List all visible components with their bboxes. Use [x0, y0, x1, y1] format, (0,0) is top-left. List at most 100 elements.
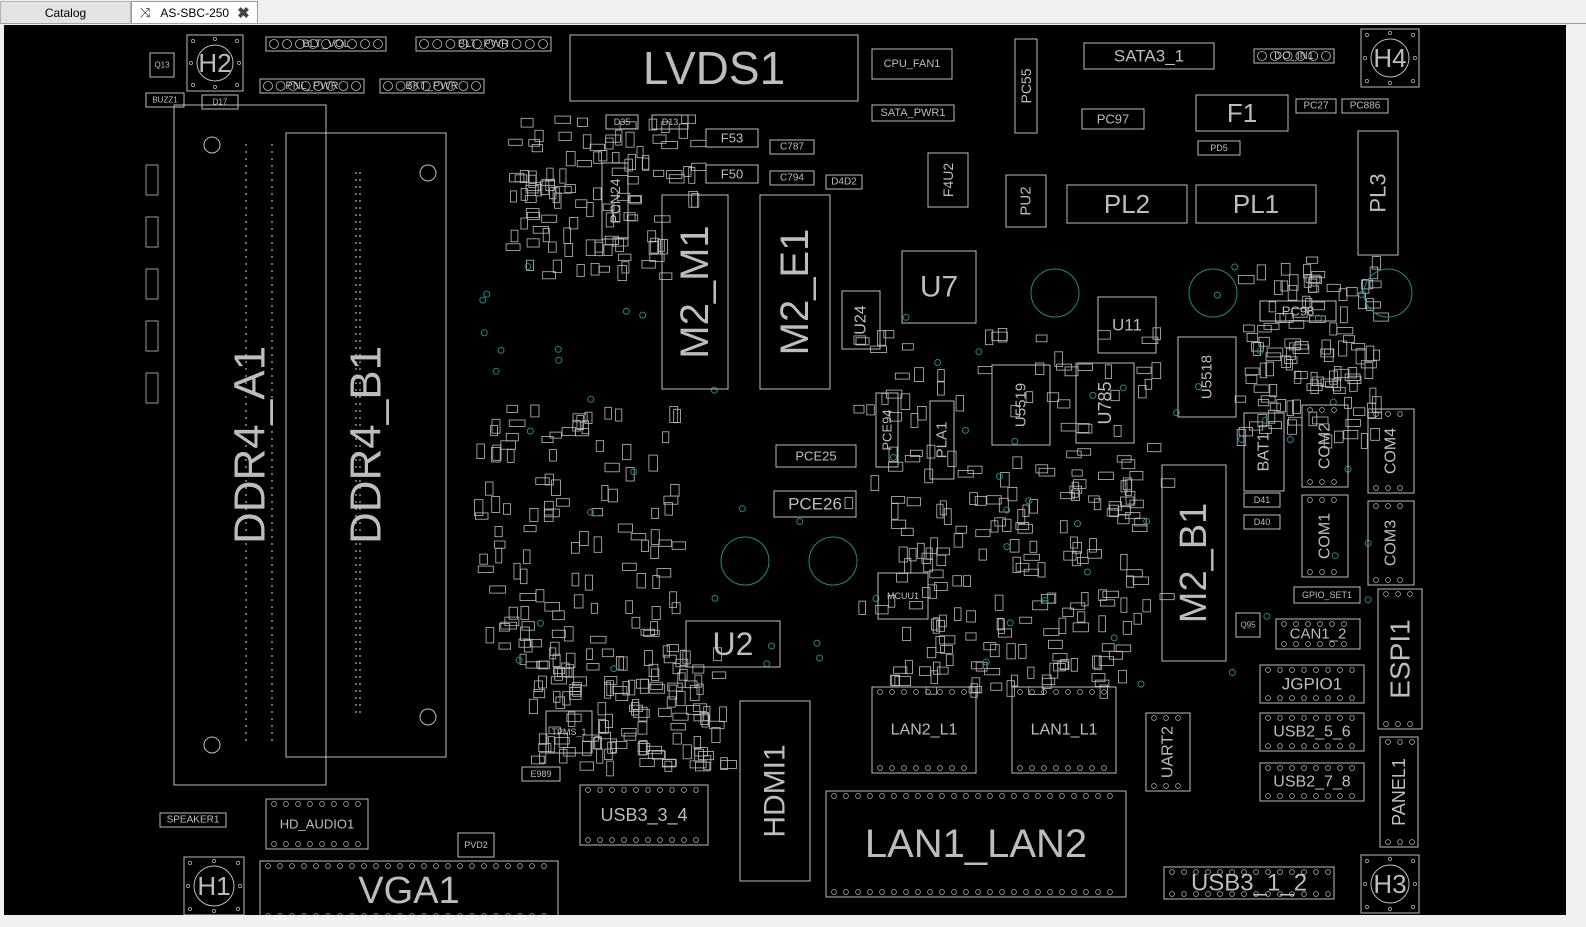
component-jgpio1[interactable]: JGPIO1: [1259, 664, 1365, 704]
component-pvd2[interactable]: PVD2: [457, 832, 495, 858]
component-tpms-1[interactable]: TPMS_1: [545, 710, 593, 754]
component-d17[interactable]: D17: [201, 94, 239, 110]
component-hd-audio1[interactable]: HD_AUDIO1: [265, 798, 369, 850]
component-q95[interactable]: Q95: [1235, 612, 1261, 638]
component-f4u2[interactable]: F4U2: [927, 152, 969, 208]
connector-pin: [939, 889, 945, 895]
component-mcuu1[interactable]: MCUU1: [877, 572, 929, 620]
component-blt-pwr[interactable]: BLT_PWR: [415, 36, 552, 52]
component-d41[interactable]: D41: [1243, 492, 1281, 508]
smd-pad: [552, 610, 565, 621]
component-do-in[interactable]: DO_IN1: [1253, 48, 1335, 64]
component-m2-e1[interactable]: M2_E1: [759, 194, 831, 390]
component-pce94[interactable]: PCE94: [875, 392, 899, 468]
component-q13[interactable]: Q13: [149, 52, 175, 78]
component-label: U7: [920, 271, 958, 304]
component-pu2[interactable]: PU2: [1005, 174, 1047, 228]
component-pc98[interactable]: PC98: [1259, 300, 1337, 322]
component-d13[interactable]: D13: [651, 114, 689, 130]
component-u785[interactable]: U785: [1075, 362, 1135, 444]
ddr-pin: [355, 592, 357, 594]
component-c794[interactable]: C794: [769, 170, 815, 186]
connector-pin: [657, 787, 663, 793]
component-panel1[interactable]: PANEL1: [1379, 736, 1419, 848]
smd-pad: [653, 169, 665, 177]
component-h3[interactable]: H3: [1360, 854, 1420, 914]
component-uart2[interactable]: UART2: [1145, 712, 1191, 792]
component-com3[interactable]: COM3: [1367, 500, 1415, 586]
pcb-board-view[interactable]: H2 BLT_VOL BLT_PWR LVDS1 CPU_FAN1 PC55 SATA3_1…: [4, 25, 1566, 915]
component-sata3-1[interactable]: SATA3_1: [1083, 42, 1215, 70]
component-d4d2[interactable]: D4D2: [825, 174, 863, 190]
component-lan2-l1[interactable]: LAN2_L1: [871, 686, 977, 774]
close-icon[interactable]: ✖: [237, 4, 250, 22]
component-com4[interactable]: COM4: [1367, 408, 1415, 494]
component-usb3-3-4[interactable]: USB3_3_4: [579, 784, 709, 846]
component-sata-pwr1[interactable]: SATA_PWR1: [871, 104, 955, 122]
component-usb2-5-6[interactable]: USB2_5_6: [1259, 712, 1365, 752]
tab-as-sbc-250[interactable]: ⤨ AS-SBC-250 ✖: [131, 1, 258, 23]
component-pce26[interactable]: PCE26: [773, 490, 857, 518]
component-u7[interactable]: U7: [901, 250, 977, 324]
component-hdmi1[interactable]: HDMI1: [739, 700, 811, 882]
component-lan1-lan2[interactable]: LAN1_LAN2: [825, 790, 1127, 898]
tab-catalog[interactable]: Catalog: [0, 1, 131, 23]
component-m2-b1[interactable]: M2_B1: [1161, 464, 1227, 662]
component-bat1[interactable]: BAT1: [1243, 412, 1285, 492]
component-u11[interactable]: U11: [1097, 296, 1157, 354]
component-d35[interactable]: D35: [605, 114, 639, 130]
component-lvds1[interactable]: LVDS1: [569, 34, 859, 102]
smd-pad: [693, 714, 710, 722]
component-f53[interactable]: F53: [705, 128, 759, 148]
component-pc886[interactable]: PC886: [1341, 98, 1389, 114]
ddr-pin: [245, 361, 247, 363]
component-com1[interactable]: COM1: [1301, 494, 1349, 578]
board-viewer-canvas[interactable]: H2 BLT_VOL BLT_PWR LVDS1 CPU_FAN1 PC55 SATA3_1…: [4, 25, 1566, 915]
component-espi1[interactable]: ESPI1: [1377, 588, 1423, 730]
component-u24[interactable]: U24: [841, 290, 881, 350]
component-com2[interactable]: COM2: [1301, 404, 1349, 488]
component-m2-m1[interactable]: M2_M1: [661, 194, 729, 390]
component-pc97[interactable]: PC97: [1081, 108, 1145, 130]
component-d40[interactable]: D40: [1243, 514, 1281, 530]
component-pd5[interactable]: PD5: [1197, 140, 1241, 156]
component-buzz1[interactable]: BUZZ1: [145, 92, 185, 108]
component-f1[interactable]: F1: [1195, 94, 1289, 132]
component-pce25[interactable]: PCE25: [775, 444, 857, 468]
smd-pad: [917, 405, 927, 421]
component-u5518[interactable]: U5518: [1177, 336, 1237, 418]
component-pl3[interactable]: PL3: [1357, 130, 1399, 256]
component-usb2-7-8[interactable]: USB2_7_8: [1259, 762, 1365, 802]
component-cpu-fan1[interactable]: CPU_FAN1: [871, 48, 953, 80]
component-pc27[interactable]: PC27: [1295, 98, 1337, 114]
component-u2[interactable]: U2: [685, 620, 781, 668]
component-f50[interactable]: F50: [705, 164, 759, 184]
smd-pad: [649, 253, 665, 262]
component-pcn24[interactable]: PCN24: [601, 162, 629, 240]
component-pl2[interactable]: PL2: [1066, 184, 1188, 224]
component-e989[interactable]: E989: [521, 766, 561, 782]
component-ddr4-b1[interactable]: DDR4_B1: [285, 132, 447, 758]
component-gpio-set[interactable]: GPIO_SET1: [1293, 586, 1361, 604]
component-bkt-pwr[interactable]: BKT_PWR: [379, 78, 485, 94]
component-speaker1[interactable]: SPEAKER1: [159, 812, 227, 828]
ddr-pin: [271, 599, 273, 601]
component-blt-vol[interactable]: BLT_VOL: [265, 36, 387, 52]
component-vga1[interactable]: VGA1: [259, 860, 559, 915]
component-pla1[interactable]: PLA1: [929, 400, 955, 480]
component-lan1-l1[interactable]: LAN1_L1: [1011, 686, 1117, 774]
component-pnl-pwr[interactable]: PNL_PWR: [259, 78, 365, 94]
component-can1-2[interactable]: CAN1_2: [1275, 618, 1361, 650]
component-ddr4-a1[interactable]: DDR4_A1: [173, 104, 327, 786]
component-c787[interactable]: C787: [769, 139, 815, 155]
component-pl1[interactable]: PL1: [1195, 184, 1317, 224]
component-usb3-1-2[interactable]: USB3_1_2: [1163, 866, 1335, 900]
component-u5519[interactable]: U5519: [991, 364, 1051, 446]
component-h1[interactable]: H1: [183, 856, 245, 915]
component-h4[interactable]: H4: [1360, 28, 1420, 88]
component-pc55[interactable]: PC55: [1014, 38, 1038, 134]
smd-pad: [596, 748, 604, 764]
hole-via: [1388, 857, 1392, 861]
smd-pad: [604, 748, 613, 761]
component-h2[interactable]: H2: [186, 34, 244, 92]
